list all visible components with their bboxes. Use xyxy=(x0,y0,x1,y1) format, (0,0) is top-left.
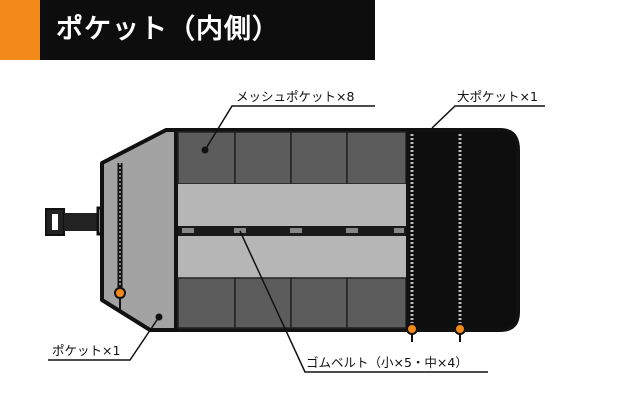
rubber-belt xyxy=(178,226,406,236)
upper-mesh-pockets xyxy=(177,131,407,185)
zipper-pull-icon xyxy=(454,323,466,335)
label-pocket: ポケット×1 xyxy=(52,343,120,358)
lower-band xyxy=(178,236,406,278)
upper-band xyxy=(178,184,406,226)
page-title: ポケット（内側） xyxy=(56,14,280,45)
zipper-pull-icon xyxy=(406,323,418,335)
label-rubber-belt: ゴムベルト（小×5・中×4） xyxy=(306,355,468,370)
left-flap-pocket xyxy=(100,128,178,332)
header-accent xyxy=(0,0,40,60)
large-pocket-zippers xyxy=(406,134,466,342)
label-large-pocket: 大ポケット×1 xyxy=(457,89,538,104)
large-pocket xyxy=(406,128,520,332)
leader-lines xyxy=(48,105,545,373)
header-bar: ポケット（内側） xyxy=(0,0,375,60)
label-mesh-pocket: メッシュポケット×8 xyxy=(236,89,354,104)
left-zipper-pull-icon xyxy=(114,287,126,299)
lower-mesh-pockets xyxy=(155,277,407,329)
